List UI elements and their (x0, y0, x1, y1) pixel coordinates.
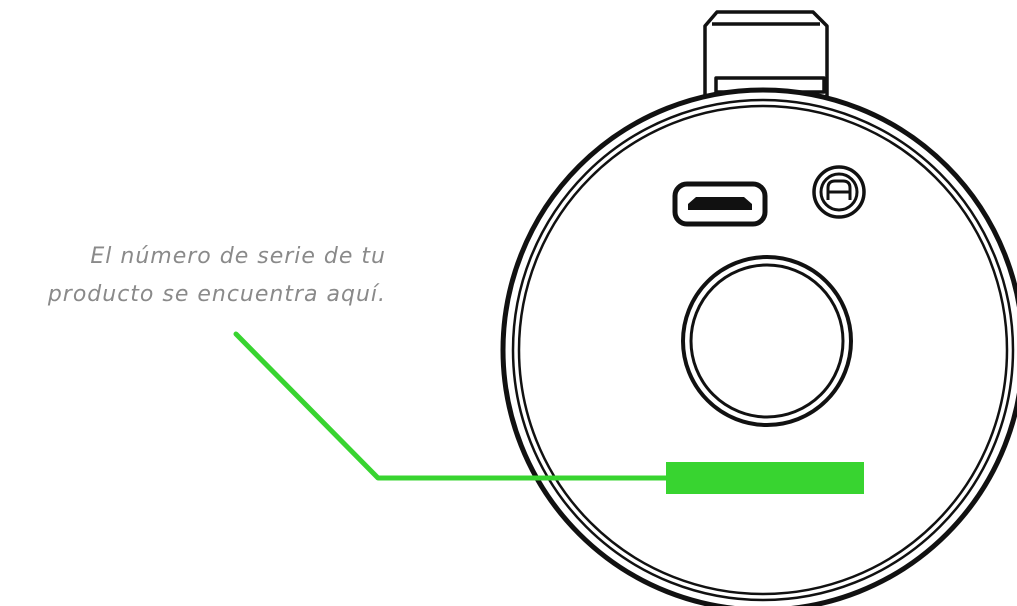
callout-leader-line (233, 331, 671, 481)
mute-button-icon (812, 165, 866, 219)
microphone-base-body (500, 87, 1017, 606)
callout-line-2: producto se encuentra aquí. (47, 282, 386, 307)
usb-port-icon (672, 181, 768, 227)
mount-stem (703, 10, 829, 98)
gain-knob (681, 255, 853, 427)
serial-number-label-highlight (666, 462, 864, 494)
serial-number-callout-text: El número de serie de tu producto se enc… (0, 238, 386, 314)
callout-line-1: El número de serie de tu (90, 244, 386, 269)
